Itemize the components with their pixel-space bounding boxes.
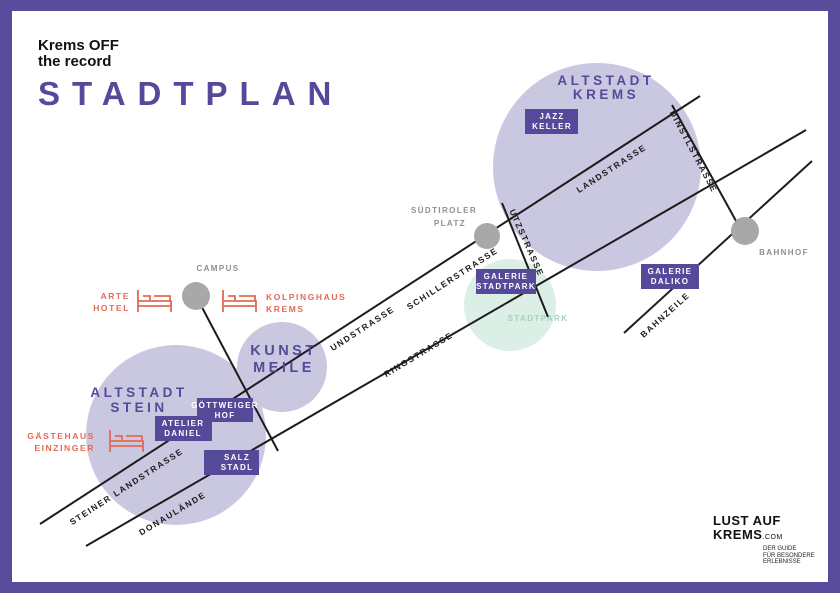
street-label-bahnzeile: BAHNZEILE bbox=[638, 290, 692, 340]
venue-salzstadl[interactable]: SALZ STADL bbox=[204, 450, 259, 475]
bed-icon[interactable] bbox=[109, 430, 144, 452]
hotel-gaestehaus-line2: EINZINGER bbox=[34, 443, 95, 453]
district-altstadt-krems-line2: KREMS bbox=[573, 87, 639, 102]
venue-goettweiger-hof-line1: GÖTTWEIGER bbox=[191, 401, 259, 410]
header-subtitle: Krems OFF the record bbox=[38, 38, 119, 70]
logo-tagline-line2: FÜR BESONDERE bbox=[763, 552, 815, 559]
place-stadtpark: STADTPARK bbox=[508, 314, 569, 323]
street-label-ringstrasse: RINGSTRASSE bbox=[382, 330, 455, 379]
place-campus: CAMPUS bbox=[196, 264, 239, 273]
hotel-gaestehaus-line1: GÄSTEHAUS bbox=[27, 431, 95, 441]
district-kunstmeile-line2: MEILE bbox=[253, 360, 315, 376]
header-line1: Krems OFF bbox=[38, 37, 119, 54]
venue-galerie-stadtpark[interactable]: GALERIE STADTPARK bbox=[476, 269, 536, 294]
logo-lust-auf-krems[interactable]: LUST AUF KREMS.COM DER GUIDE FÜR BESONDE… bbox=[713, 514, 815, 566]
logo-tagline-line1: DER GUIDE bbox=[763, 546, 797, 552]
bed-icon[interactable] bbox=[222, 290, 257, 312]
logo-tagline: DER GUIDE FÜR BESONDERE ERLEBNISSE bbox=[763, 546, 815, 566]
venue-galerie-stadtpark-line2: STADTPARK bbox=[476, 282, 536, 291]
venue-jazzkeller-line2: KELLER bbox=[532, 122, 572, 131]
place-suedtiroler-platz-line2: PLATZ bbox=[434, 219, 466, 228]
campus-road-line[interactable] bbox=[195, 295, 279, 452]
venue-jazzkeller[interactable]: JAZZ KELLER bbox=[525, 109, 578, 134]
venue-salzstadl-line2: STADL bbox=[221, 463, 254, 472]
venue-salzstadl-line1: SALZ bbox=[224, 453, 250, 462]
logo-line1: LUST AUF bbox=[713, 513, 781, 528]
hotel-kolpinghaus-line1: KOLPINGHAUS bbox=[266, 292, 346, 302]
header-line2: the record bbox=[38, 53, 112, 70]
venue-galerie-daliko[interactable]: GALERIE DALIKO bbox=[641, 264, 699, 289]
street-label-undstrasse: UNDSTRASSE bbox=[328, 304, 396, 353]
venue-galerie-stadtpark-line1: GALERIE bbox=[484, 272, 529, 281]
hotel-arte-line2: HOTEL bbox=[93, 303, 130, 313]
venue-galerie-daliko-line1: GALERIE bbox=[648, 267, 693, 276]
venue-atelier-daniel[interactable]: ATELIER DANIEL bbox=[155, 416, 212, 441]
map-frame: Krems OFF the record STADTPLAN ALTSTADT … bbox=[12, 11, 828, 582]
district-altstadt-krems-line1: ALTSTADT bbox=[557, 73, 654, 88]
street-lines bbox=[39, 95, 813, 547]
page-title: STADTPLAN bbox=[38, 75, 344, 112]
district-kunstmeile-line1: KUNST bbox=[250, 343, 317, 359]
landstrasse-line[interactable] bbox=[39, 95, 701, 525]
ringstrasse-line[interactable] bbox=[85, 129, 807, 547]
place-bahnhof: BAHNHOF bbox=[759, 248, 809, 257]
bahnhof-dot[interactable] bbox=[731, 217, 759, 245]
bed-icon[interactable] bbox=[137, 290, 172, 312]
venue-jazzkeller-line1: JAZZ bbox=[539, 112, 564, 121]
logo-line2-wrap: KREMS.COM bbox=[713, 528, 815, 545]
dinstlstrasse-line[interactable] bbox=[671, 104, 747, 240]
logo-line2: KREMS bbox=[713, 527, 763, 542]
utzstrasse-line[interactable] bbox=[501, 202, 549, 318]
logo-suffix: .COM bbox=[762, 534, 783, 541]
hotel-kolpinghaus-line2: KREMS bbox=[266, 304, 305, 314]
logo-tagline-line3: ERLEBNISSE bbox=[763, 559, 801, 565]
venue-atelier-daniel-line1: ATELIER bbox=[162, 419, 205, 428]
venue-goettweiger-hof-line2: HOF bbox=[215, 411, 236, 420]
campus-dot[interactable] bbox=[182, 282, 210, 310]
hotel-arte-line1: ARTE bbox=[100, 291, 130, 301]
district-altstadt-stein-line1: ALTSTADT bbox=[90, 385, 187, 400]
suedtiroler-platz-dot[interactable] bbox=[474, 223, 500, 249]
place-suedtiroler-platz-line1: SÜDTIROLER bbox=[411, 206, 477, 215]
city-map: ALTSTADT KREMS ALTSTADT STEIN KUNST MEIL… bbox=[27, 63, 813, 547]
venue-galerie-daliko-line2: DALIKO bbox=[651, 277, 689, 286]
venue-atelier-daniel-line2: DANIEL bbox=[164, 429, 202, 438]
district-altstadt-stein-line2: STEIN bbox=[110, 400, 167, 415]
bahnzeile-line[interactable] bbox=[623, 160, 813, 334]
